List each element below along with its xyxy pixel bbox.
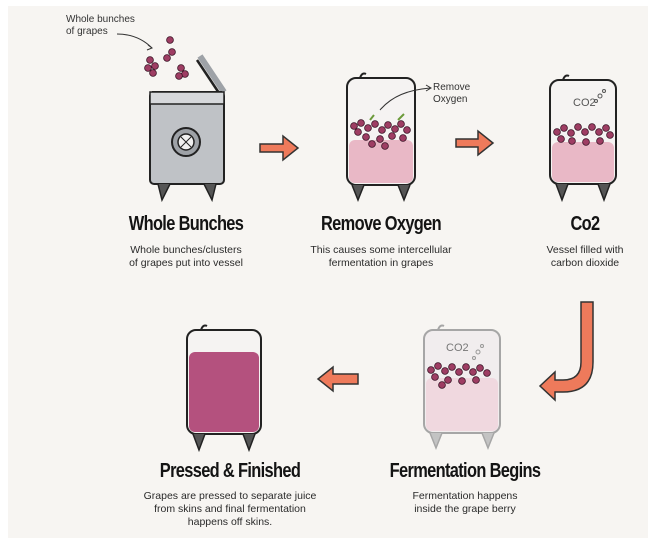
step-desc-fermentation-begins: Fermentation happens inside the grape be… bbox=[365, 490, 565, 516]
arrow-down-left bbox=[540, 302, 593, 400]
note-whole-bunches: Whole bunches of grapes bbox=[66, 14, 135, 38]
step-title-remove-oxygen: Remove Oxygen bbox=[307, 213, 455, 236]
step-desc-pressed-finished: Grapes are pressed to separate juice fro… bbox=[120, 490, 340, 529]
arrow-right-2 bbox=[456, 131, 493, 155]
step-title-co2: Co2 bbox=[536, 213, 634, 236]
step-title-fermentation-begins: Fermentation Begins bbox=[383, 460, 547, 483]
step-desc-whole-bunches: Whole bunches/clusters of grapes put int… bbox=[96, 244, 276, 270]
glass-vessel-5 bbox=[187, 326, 261, 451]
step-desc-co2: Vessel filled with carbon dioxide bbox=[525, 244, 645, 270]
note-remove-oxygen: Remove Oxygen bbox=[433, 82, 470, 106]
falling-grapes bbox=[145, 37, 189, 80]
arrow-right-1 bbox=[260, 136, 298, 160]
step-title-pressed-finished: Pressed & Finished bbox=[140, 460, 320, 483]
arrow-left bbox=[318, 367, 358, 391]
step-desc-remove-oxygen: This causes some intercellular fermentat… bbox=[291, 244, 471, 270]
steel-vessel bbox=[150, 56, 224, 200]
co2-label-3: CO2 bbox=[573, 97, 596, 109]
step-title-whole-bunches: Whole Bunches bbox=[112, 213, 260, 236]
co2-label-4: CO2 bbox=[446, 342, 469, 354]
